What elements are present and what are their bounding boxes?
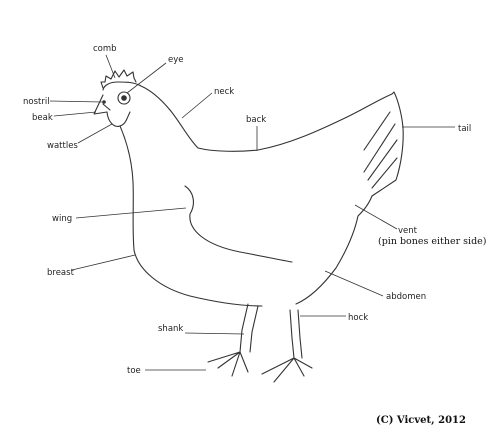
- right-leg-back: [297, 309, 303, 359]
- breast-leader: [71, 254, 136, 271]
- tail-feather-line-1: [363, 123, 396, 173]
- comb-label: comb: [93, 44, 117, 54]
- vent-leader: [354, 204, 398, 230]
- head-outline: [102, 81, 171, 111]
- left-leg: [207, 303, 249, 377]
- tail-feather-line-2: [367, 139, 398, 181]
- abdomen-label: abdomen: [386, 292, 426, 302]
- wing-outline: [184, 185, 293, 263]
- shank-label: shank: [158, 324, 183, 334]
- tail-feather-line-4: [363, 111, 391, 151]
- vent-note-label: (pin bones either side): [378, 236, 487, 247]
- breast-label: breast: [47, 268, 75, 278]
- leader-lines: [49, 54, 455, 371]
- neck-leader: [181, 92, 213, 119]
- vent-outline: [295, 195, 373, 305]
- neck-label: neck: [214, 87, 234, 97]
- nostril-mark: [102, 100, 106, 104]
- chicken-illustration: [93, 69, 404, 383]
- shank-leader: [184, 332, 245, 335]
- eye-label: eye: [168, 55, 184, 65]
- wattles-shape: [106, 111, 131, 127]
- hock-label: hock: [348, 313, 368, 323]
- abdomen-leader: [324, 270, 384, 297]
- copyright-text: (C) Vicvet, 2012: [376, 415, 466, 426]
- vent-label: vent: [398, 226, 418, 236]
- part-labels: comb eye nostril beak neck wattles back …: [23, 44, 487, 426]
- right-leg: [261, 309, 313, 383]
- wing-leader: [75, 207, 187, 219]
- nostril-leader: [49, 100, 103, 103]
- nostril-label: nostril: [23, 97, 50, 107]
- eye-pupil: [121, 95, 127, 101]
- tail-label: tail: [458, 124, 471, 134]
- comb-leader: [105, 54, 116, 79]
- comb-shape: [100, 69, 137, 89]
- back-label: back: [246, 115, 266, 125]
- beak-leader: [53, 111, 97, 117]
- breast-outline: [119, 125, 263, 307]
- wattles-leader: [77, 123, 113, 144]
- tail-feather-line-3: [371, 157, 398, 189]
- back-outline: [169, 93, 393, 152]
- toe-label: toe: [127, 366, 141, 376]
- wing-label: wing: [52, 214, 72, 224]
- beak-label: beak: [32, 113, 53, 123]
- beak-lower: [102, 103, 111, 111]
- beak-shape: [93, 94, 108, 115]
- tail-feathers: [371, 91, 404, 197]
- eye-leader: [126, 62, 167, 94]
- wattles-label: wattles: [47, 141, 78, 151]
- eye-ring: [117, 91, 131, 105]
- left-leg-back: [249, 305, 259, 353]
